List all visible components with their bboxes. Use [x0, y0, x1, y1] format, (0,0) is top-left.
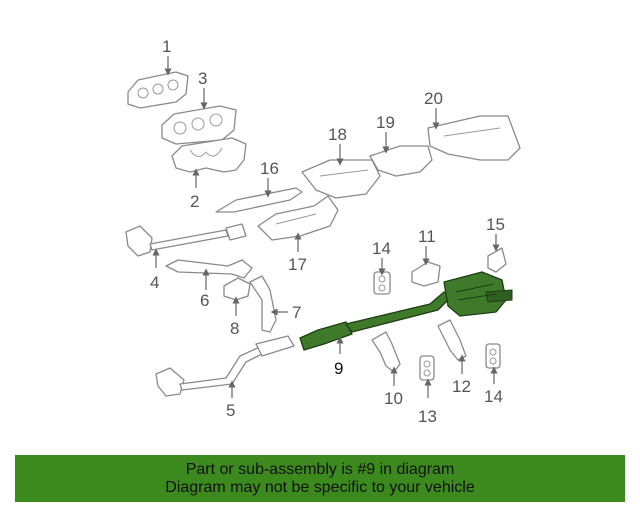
part-16-heat-shield[interactable]	[215, 187, 303, 213]
callout-9[interactable]: 9	[334, 359, 343, 378]
callout-3[interactable]: 3	[198, 69, 207, 88]
callout-8[interactable]: 8	[230, 319, 239, 338]
callout-15[interactable]: 15	[486, 215, 505, 234]
part-19-heat-shield[interactable]	[369, 145, 433, 177]
callout-14b[interactable]: 14	[484, 387, 503, 406]
part-18-heat-shield[interactable]	[301, 159, 381, 199]
part-6-bracket[interactable]	[165, 259, 253, 279]
info-banner: Part or sub-assembly is #9 in diagram Di…	[15, 455, 625, 502]
part-1-manifold-gasket[interactable]	[127, 71, 189, 109]
callout-1[interactable]: 1	[162, 37, 171, 56]
part-13-rubber-hanger[interactable]	[419, 355, 435, 381]
callout-20[interactable]: 20	[424, 89, 443, 108]
callout-14a[interactable]: 14	[372, 239, 391, 258]
callout-19[interactable]: 19	[376, 113, 395, 132]
part-15-heat-shield[interactable]	[487, 247, 507, 273]
banner-line-2: Diagram may not be specific to your vehi…	[165, 478, 475, 496]
part-2-exhaust-manifold[interactable]	[171, 137, 247, 173]
callout-17[interactable]: 17	[288, 255, 307, 274]
exhaust-parts-diagram: 1 3 2 16 17 18 19 20	[125, 37, 521, 426]
callout-11[interactable]: 11	[418, 227, 436, 246]
callout-18[interactable]: 18	[328, 125, 347, 144]
callout-13[interactable]: 13	[418, 407, 437, 426]
part-12-bracket[interactable]	[437, 319, 467, 361]
banner-line-1: Part or sub-assembly is #9 in diagram	[185, 460, 455, 478]
part-9-intermediate-pipe-muffler[interactable]	[299, 271, 513, 351]
part-17-heat-shield[interactable]	[257, 195, 339, 241]
part-7-hanger-bracket[interactable]	[249, 275, 277, 333]
callout-6[interactable]: 6	[200, 291, 209, 310]
callout-2[interactable]: 2	[190, 192, 199, 211]
callout-10[interactable]: 10	[384, 389, 403, 408]
callout-5[interactable]: 5	[226, 401, 235, 420]
part-10-bracket[interactable]	[371, 331, 401, 373]
part-14-rubber-hanger-upper[interactable]	[373, 271, 391, 295]
callout-7[interactable]: 7	[292, 303, 301, 322]
part-5-front-pipe[interactable]	[155, 335, 295, 397]
part-20-heat-shield[interactable]	[427, 115, 521, 161]
part-11-hanger-bracket[interactable]	[411, 261, 441, 287]
part-4-front-pipe[interactable]	[125, 223, 247, 257]
callout-12[interactable]: 12	[452, 377, 471, 396]
part-8-bracket[interactable]	[223, 277, 251, 301]
callout-4[interactable]: 4	[150, 273, 159, 292]
callout-16[interactable]: 16	[260, 159, 279, 178]
part-3-manifold-gasket[interactable]	[161, 105, 237, 145]
part-14-rubber-hanger-lower[interactable]	[485, 343, 501, 369]
